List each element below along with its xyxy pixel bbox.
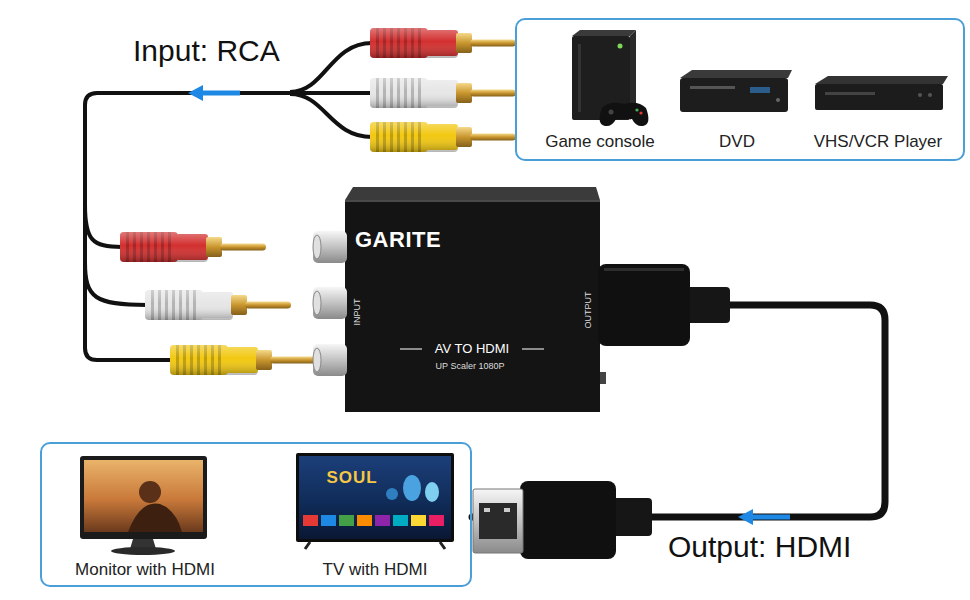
game-console-icon bbox=[609, 110, 614, 115]
dvd-player-icon bbox=[680, 78, 788, 112]
converter-body bbox=[400, 348, 422, 349]
rca-port bbox=[313, 235, 321, 259]
tv-icon bbox=[305, 542, 310, 549]
hdmi-plug bbox=[612, 498, 652, 536]
converter-body bbox=[345, 200, 600, 202]
rca-port bbox=[313, 344, 347, 376]
hdmi-output-plug bbox=[686, 287, 730, 323]
monitor-icon bbox=[128, 504, 182, 532]
vhs-player-icon bbox=[815, 76, 948, 110]
converter-body bbox=[345, 200, 600, 412]
tv-icon bbox=[393, 515, 408, 526]
converter-body bbox=[600, 372, 606, 384]
rca-port bbox=[313, 348, 321, 372]
dvd-player-icon bbox=[776, 98, 780, 102]
monitor-icon bbox=[111, 547, 175, 555]
hdmi-output-plug bbox=[598, 264, 690, 346]
vhs-player-icon bbox=[825, 92, 875, 95]
vhs-player-icon bbox=[815, 76, 948, 84]
hdmi-plug bbox=[473, 489, 523, 553]
product-name: AV TO HDMI bbox=[435, 342, 509, 357]
source-panel: Game console DVD VHS/VCR Player bbox=[515, 18, 965, 161]
rca-plug bbox=[120, 232, 266, 262]
game-console-icon bbox=[572, 30, 636, 36]
tv-icon bbox=[386, 488, 398, 500]
device-label: VHS/VCR Player bbox=[814, 132, 942, 152]
cable-label: Output: HDMI bbox=[665, 530, 854, 565]
rca-wire bbox=[85, 262, 147, 305]
game-console-icon bbox=[578, 44, 581, 112]
brand-name: GARITE bbox=[355, 227, 441, 252]
dvd-player-icon bbox=[750, 87, 770, 93]
tv-icon bbox=[440, 542, 445, 549]
rca-plug bbox=[145, 290, 291, 320]
rca-plug bbox=[170, 345, 316, 375]
device-label: Game console bbox=[545, 132, 655, 152]
hdmi-output-plug bbox=[604, 268, 684, 271]
rca-port bbox=[313, 291, 321, 315]
game-console-icon bbox=[618, 44, 623, 49]
rca-port bbox=[313, 231, 347, 376]
hdmi-plug bbox=[504, 508, 510, 512]
monitor-icon bbox=[80, 456, 207, 555]
rca-wire bbox=[290, 94, 372, 137]
dvd-player-icon bbox=[680, 70, 792, 112]
game-console-icon bbox=[639, 111, 642, 114]
tv-icon bbox=[296, 453, 454, 549]
monitor-icon bbox=[84, 460, 203, 532]
tv-icon bbox=[403, 475, 421, 501]
product-subtitle: UP Scaler 1080P bbox=[436, 361, 505, 371]
hdmi-plug bbox=[473, 481, 652, 559]
display-label: Monitor with HDMI bbox=[75, 560, 215, 580]
game-console-icon bbox=[635, 108, 638, 111]
tv-icon bbox=[375, 515, 390, 526]
display-panel: Monitor with HDMI TV with HDMI bbox=[40, 442, 472, 587]
vhs-player-icon bbox=[815, 84, 943, 110]
tv-icon bbox=[299, 456, 451, 539]
converter-box: GARITE INPUT OUTPUT AV TO HDMI UP Scaler 108… bbox=[345, 188, 600, 412]
port-label: INPUT bbox=[352, 299, 362, 326]
converter-body bbox=[345, 187, 600, 200]
display-label: TV with HDMI bbox=[323, 560, 428, 580]
tv-icon bbox=[303, 515, 318, 526]
tv-icon bbox=[429, 515, 444, 526]
screen-title: SOUL bbox=[326, 468, 377, 488]
rca-port bbox=[313, 231, 347, 263]
monitor-icon bbox=[80, 456, 207, 539]
rca-plug bbox=[370, 28, 516, 58]
rca-plug bbox=[370, 78, 516, 108]
hdmi-output-plug bbox=[598, 264, 730, 346]
device-label: DVD bbox=[719, 132, 755, 152]
port-label: OUTPUT bbox=[583, 292, 593, 329]
rca-port bbox=[313, 287, 347, 319]
arrow-head bbox=[188, 85, 203, 101]
monitor-icon bbox=[139, 481, 161, 503]
hdmi-plug bbox=[479, 503, 517, 539]
tv-icon bbox=[321, 515, 336, 526]
rca-plug bbox=[370, 122, 516, 152]
rca-wire bbox=[290, 43, 372, 92]
tv-icon bbox=[339, 515, 354, 526]
hdmi-plug bbox=[520, 481, 616, 559]
converter-body bbox=[345, 187, 606, 412]
arrow-head bbox=[738, 509, 753, 525]
game-console-icon bbox=[572, 30, 648, 126]
cable-label: Input: RCA bbox=[130, 34, 283, 69]
hdmi-plug bbox=[484, 508, 490, 512]
vhs-player-icon bbox=[928, 93, 932, 97]
vhs-player-icon bbox=[918, 93, 922, 97]
dvd-player-icon bbox=[690, 86, 735, 89]
rca-wire bbox=[85, 205, 122, 247]
tv-icon bbox=[357, 515, 372, 526]
converter-body bbox=[522, 348, 544, 349]
tv-icon bbox=[296, 453, 454, 542]
tv-icon bbox=[425, 482, 439, 502]
rca-wire bbox=[85, 43, 372, 305]
game-console-icon bbox=[600, 103, 649, 126]
tv-icon bbox=[411, 515, 426, 526]
dvd-player-icon bbox=[680, 70, 792, 78]
